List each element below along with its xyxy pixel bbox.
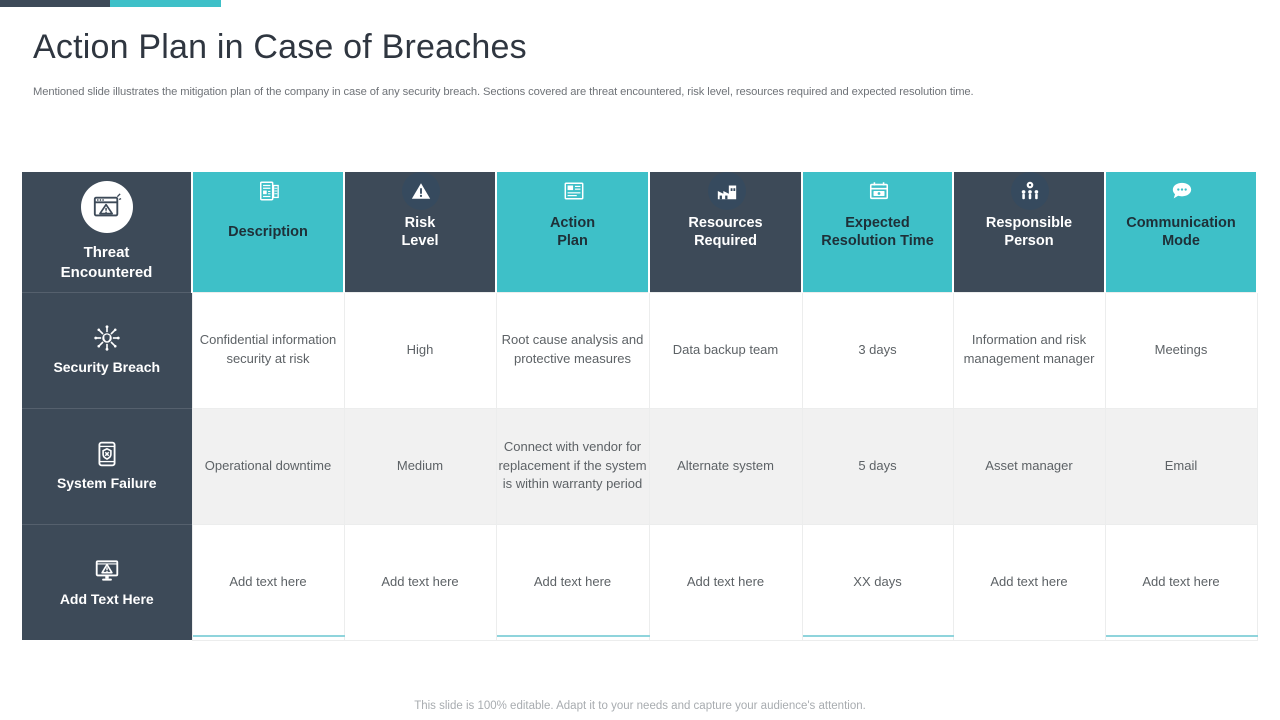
- row-label-text: Security Breach: [53, 359, 161, 375]
- cell-r1-c6: Information and risk management manager: [952, 291, 1106, 409]
- cell-r3-c4: Add text here: [648, 523, 803, 641]
- column-bottom-accent-3: [803, 635, 954, 637]
- warning-triangle-icon: [402, 172, 440, 210]
- cell-r2-c3: Connect with vendor for replacement if t…: [495, 407, 650, 525]
- team-gear-icon: [1011, 172, 1049, 210]
- page-title: Action Plan in Case of Breaches: [33, 28, 527, 66]
- cell-r2-c1: Operational downtime: [191, 407, 345, 525]
- column-marker-5: ▼: [859, 172, 898, 230]
- cell-r1-c3: Root cause analysis and protective measu…: [495, 291, 650, 409]
- cell-r3-c6: Add text here: [952, 523, 1106, 641]
- chat-bubble-icon: [1163, 172, 1201, 210]
- cell-r3-c5: XX days: [801, 523, 954, 641]
- column-header-1: Description: [191, 172, 345, 292]
- row-label-1: Security Breach: [22, 291, 192, 408]
- cell-r2-c5: 5 days: [801, 407, 954, 525]
- row-label-text: System Failure: [56, 475, 157, 491]
- accent-bar-teal: [110, 0, 221, 7]
- cell-r2-c2: Medium: [343, 407, 497, 525]
- checklist-board-icon: [554, 172, 593, 210]
- monitor-warning-icon: [22, 557, 192, 583]
- footer-note: This slide is 100% editable. Adapt it to…: [414, 700, 866, 712]
- cell-r1-c2: High: [343, 291, 497, 409]
- cell-r1-c1: Confidential information security at ris…: [191, 291, 345, 409]
- cell-r3-c7: Add text here: [1104, 523, 1258, 641]
- virus-shield-icon: [22, 325, 192, 351]
- threat-encountered-header: Threat Encountered: [22, 172, 192, 292]
- browser-warning-icon: [80, 181, 133, 234]
- row-label-3: Add Text Here: [22, 523, 192, 640]
- cell-r2-c7: Email: [1104, 407, 1258, 525]
- cell-r2-c4: Alternate system: [648, 407, 803, 525]
- cell-r1-c7: Meetings: [1104, 291, 1258, 409]
- column-header-label: Description: [228, 223, 308, 240]
- row-label-text: Add Text Here: [59, 591, 154, 608]
- cell-r3-c1: Add text here: [191, 523, 345, 641]
- column-bottom-accent-2: [497, 635, 650, 637]
- cell-r3-c2: Add text here: [343, 523, 497, 641]
- cell-r2-c6: Asset manager: [952, 407, 1106, 525]
- page-subtitle: Mentioned slide illustrates the mitigati…: [33, 86, 974, 98]
- cell-r3-c3: Add text here: [495, 523, 650, 641]
- threat-header-label: Threat Encountered: [60, 244, 153, 281]
- table-row: Security Breach Confidential information …: [22, 291, 1258, 409]
- column-marker-1: ▼: [250, 172, 288, 230]
- row-label-2: System Failure: [22, 407, 192, 524]
- cell-r1-c5: 3 days: [801, 291, 954, 409]
- factory-icon: [707, 172, 746, 210]
- column-bottom-accent-1: [193, 635, 345, 637]
- column-bottom-accent-4: [1106, 635, 1258, 637]
- accent-bar-dark: [0, 0, 110, 7]
- cell-r1-c4: Data backup team: [648, 291, 803, 409]
- device-error-icon: [22, 441, 192, 467]
- calendar-money-icon: [859, 172, 898, 210]
- document-report-icon: [250, 172, 288, 210]
